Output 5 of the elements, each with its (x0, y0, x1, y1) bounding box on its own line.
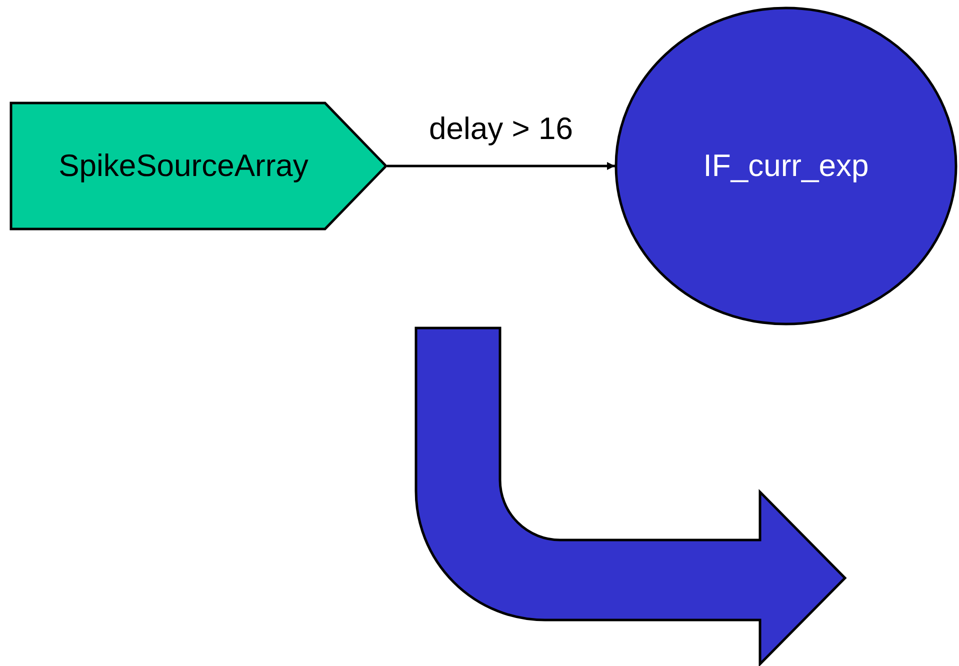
node-label: IF_curr_exp (703, 148, 869, 184)
ellipse-node (615, 7, 957, 325)
pentagon-node (10, 102, 387, 230)
arrow (387, 162, 615, 170)
node-label: SpikeSourceArray (58, 148, 308, 184)
